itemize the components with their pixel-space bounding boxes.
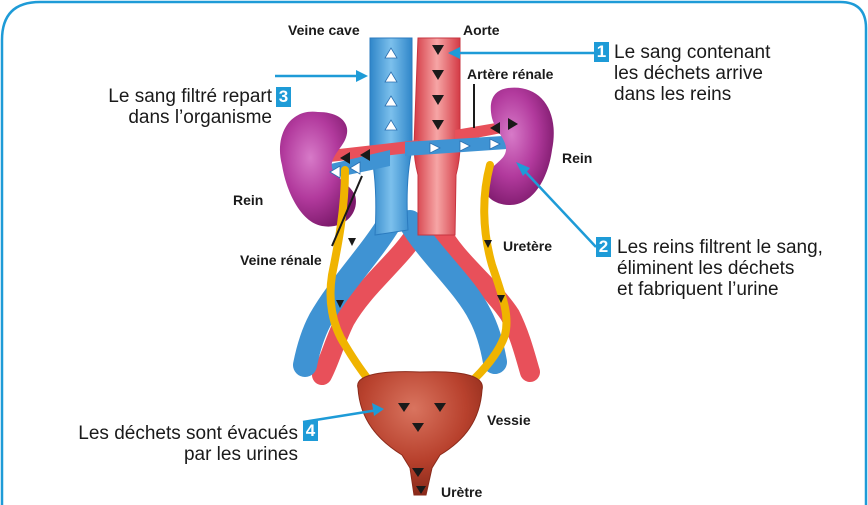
- label-aorte: Aorte: [463, 22, 500, 38]
- step-4-text: Les déchets sont évacués par les urines: [78, 423, 298, 465]
- vena-cava: [370, 38, 412, 235]
- label-vessie: Vessie: [487, 412, 531, 428]
- step-2-badge: 2: [596, 237, 611, 257]
- label-veine-renale: Veine rénale: [240, 252, 322, 268]
- label-veine-cave: Veine cave: [288, 22, 360, 38]
- aorta: [414, 38, 460, 235]
- label-uretere: Uretère: [503, 238, 552, 254]
- step-3-line-2: dans l’organisme: [108, 107, 272, 128]
- step-1-line-1: Le sang contenant: [614, 42, 770, 63]
- bladder: [358, 372, 483, 495]
- step-1-line-3: dans les reins: [614, 84, 770, 105]
- label-rein-left: Rein: [233, 192, 263, 208]
- label-uretre: Urètre: [441, 484, 482, 500]
- step-4-badge: 4: [303, 421, 318, 441]
- step-2-line-1: Les reins filtrent le sang,: [617, 237, 823, 258]
- step-1-badge: 1: [594, 42, 609, 62]
- label-rein-right: Rein: [562, 150, 592, 166]
- step-1-line-2: les déchets arrive: [614, 63, 770, 84]
- step-4-line-2: par les urines: [78, 444, 298, 465]
- step-3-line-1: Le sang filtré repart: [108, 86, 272, 107]
- label-artere-renale: Artère rénale: [467, 66, 553, 82]
- step-1-text: Le sang contenant les déchets arrive dan…: [614, 42, 770, 105]
- step-2-text: Les reins filtrent le sang, éliminent le…: [617, 237, 823, 300]
- step-3-badge: 3: [276, 87, 291, 107]
- callout-2: [520, 166, 596, 247]
- step-4-line-1: Les déchets sont évacués: [78, 423, 298, 444]
- step-3-text: Le sang filtré repart dans l’organisme: [108, 86, 272, 128]
- step-2-line-2: éliminent les déchets: [617, 258, 823, 279]
- step-2-line-3: et fabriquent l’urine: [617, 279, 823, 300]
